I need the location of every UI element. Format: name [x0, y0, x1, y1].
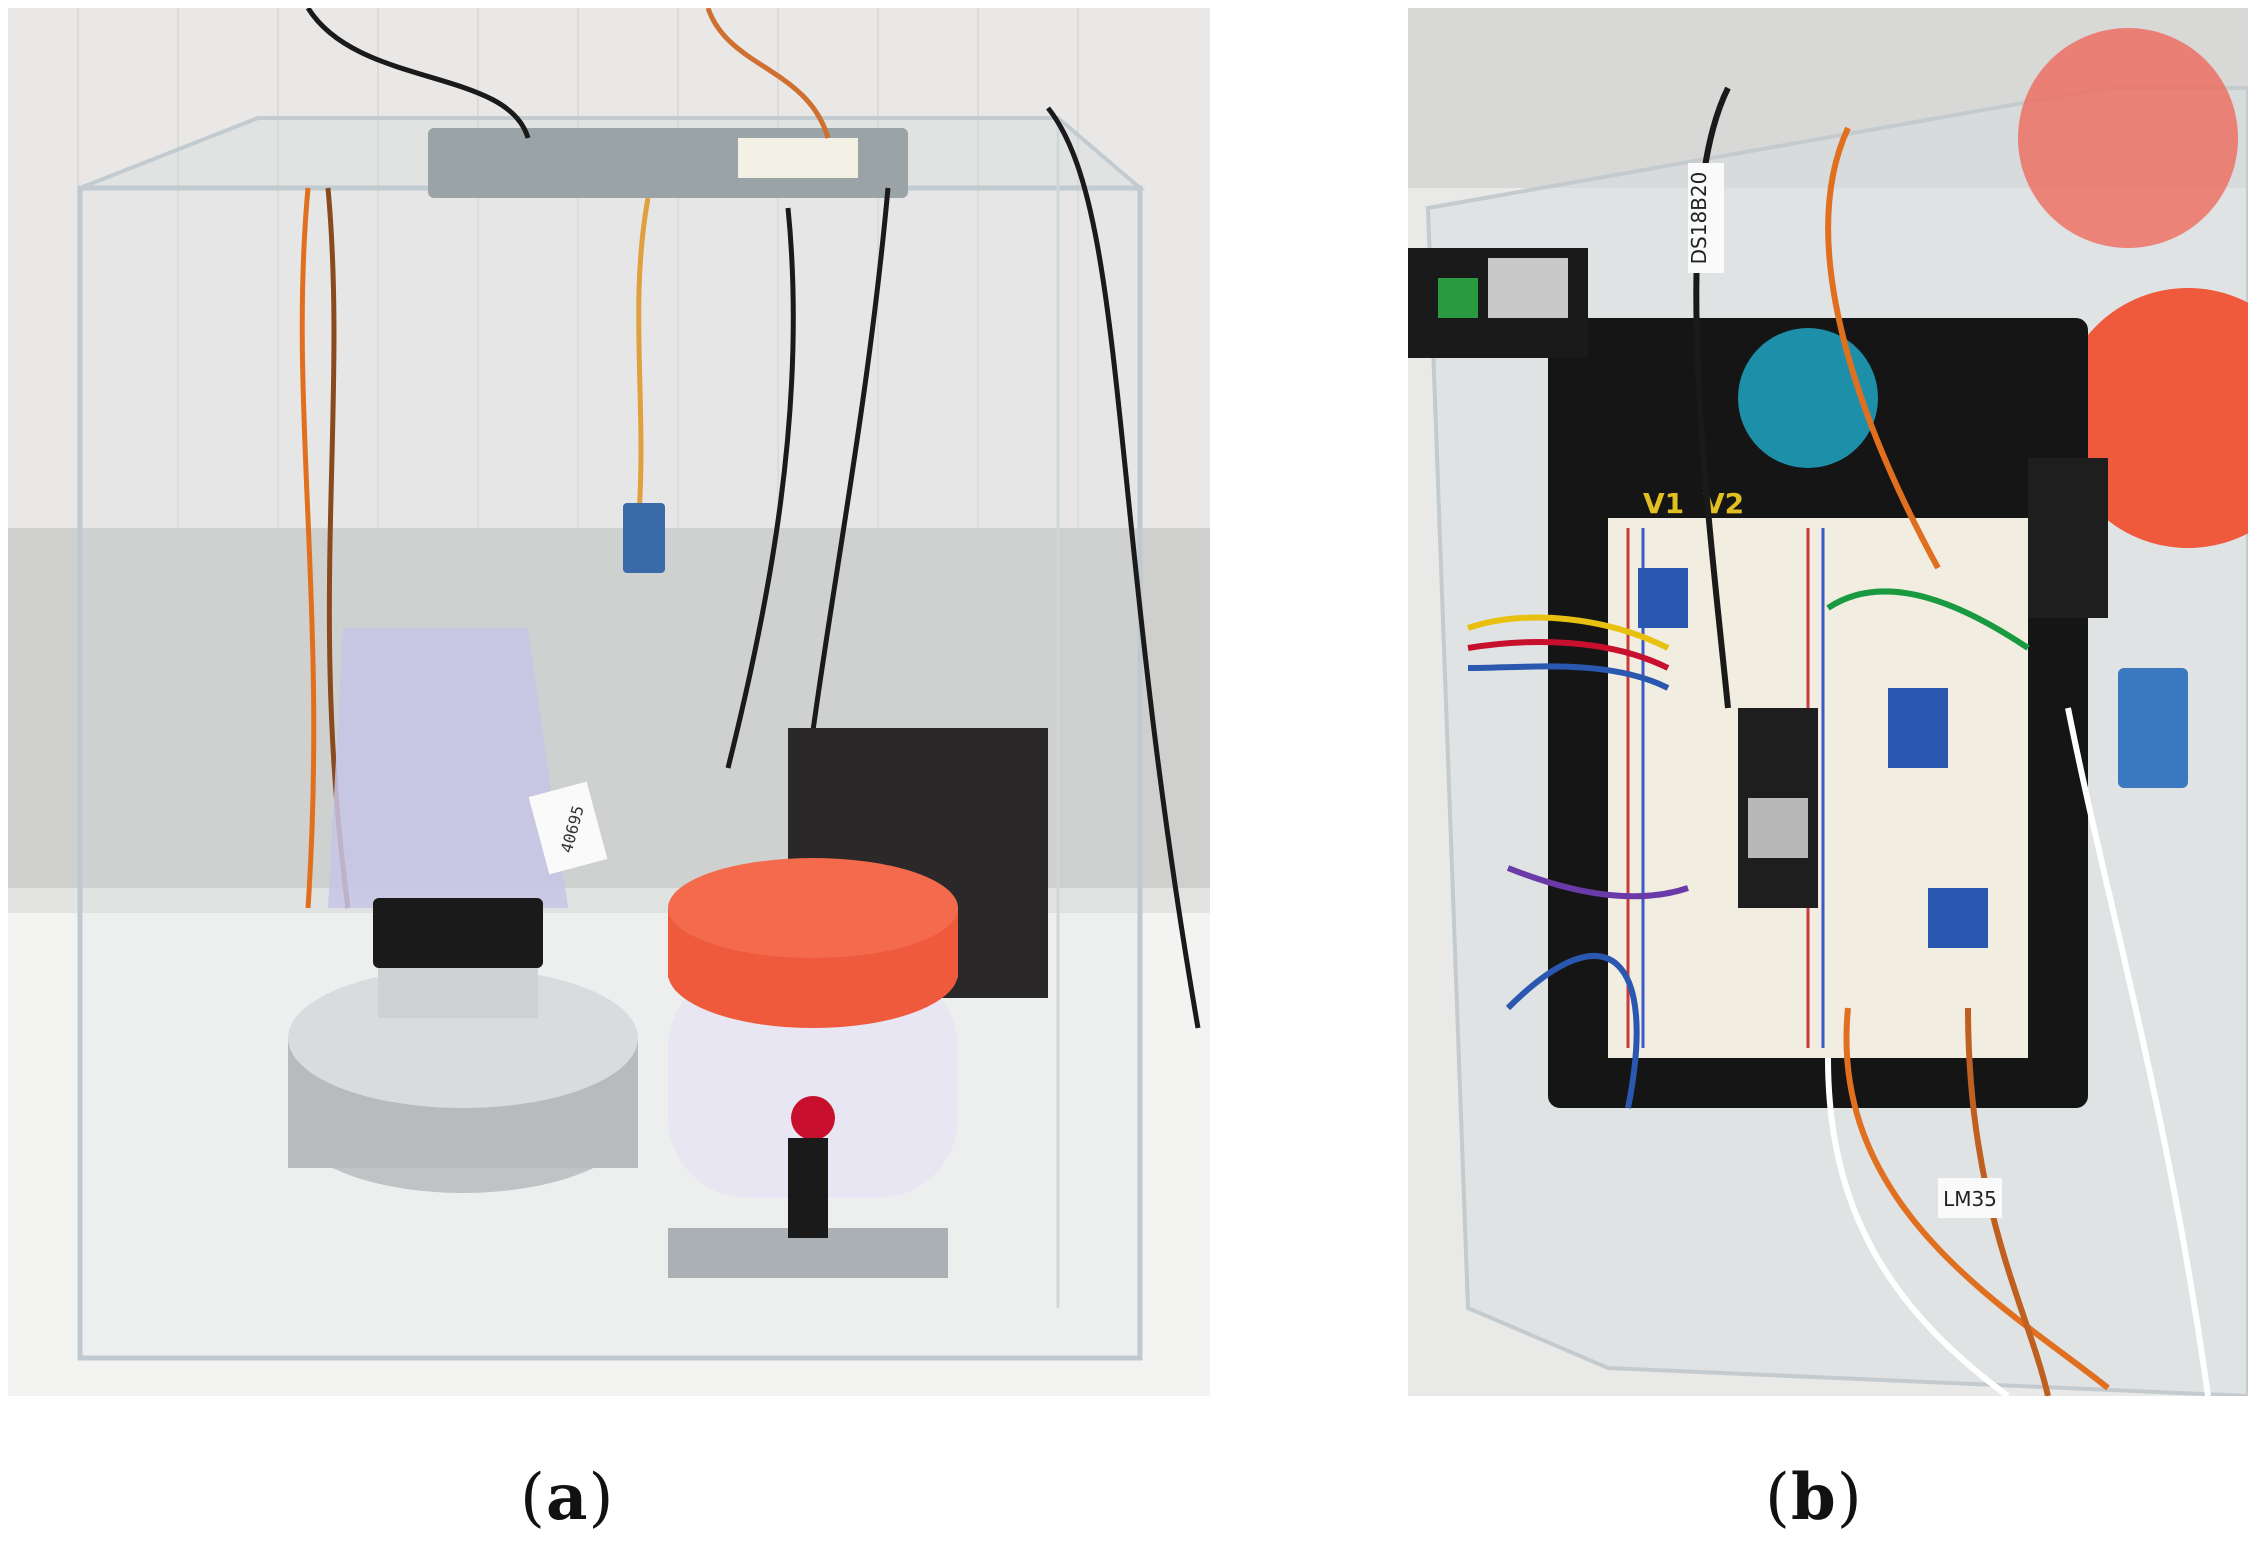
breadboard-photo-icon: V1 V2	[1408, 8, 2248, 1396]
caption-a-letter: a	[545, 1460, 589, 1535]
caption-b-letter: b	[1790, 1460, 1837, 1535]
enclosure-photo-icon: 40695	[8, 8, 1210, 1396]
breadboard-v1-label: V1	[1643, 487, 1684, 520]
caption-a-open: (	[520, 1461, 546, 1535]
caption-b-close: )	[1836, 1461, 1863, 1535]
caption-b-open: (	[1765, 1461, 1791, 1535]
photo-panel-a: 40695	[8, 8, 1210, 1396]
caption-a: (a)	[520, 1460, 614, 1535]
photo-panel-b: V1 V2	[1408, 8, 2248, 1396]
caption-b: (b)	[1765, 1460, 1863, 1535]
lm35-tag: LM35	[1943, 1187, 1997, 1211]
ds18b20-tag: DS18B20	[1687, 172, 1711, 265]
caption-a-close: )	[588, 1461, 615, 1535]
